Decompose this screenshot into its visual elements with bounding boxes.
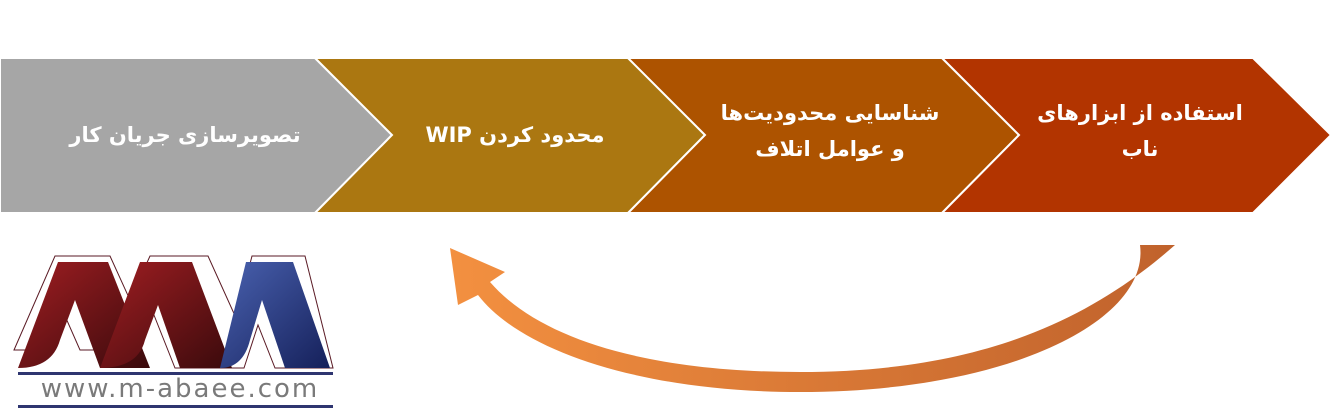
logo (13, 255, 334, 408)
step-label-4-line2: ناب (1121, 137, 1159, 161)
step-chevron-4 (939, 57, 1333, 214)
step-label-3: شناسایی محدودیت‌ها و عوامل اتلاف (700, 95, 960, 167)
logo-a (220, 262, 330, 368)
step-label-4: استفاده از ابزارهای ناب (1020, 95, 1260, 167)
step-label-4-line1: استفاده از ابزارهای (1037, 101, 1243, 125)
feedback-arrow (450, 245, 1175, 392)
step-label-3-line2: و عوامل اتلاف (755, 137, 905, 161)
step-label-3-line1: شناسایی محدودیت‌ها (720, 101, 940, 125)
step-label-2: محدود کردن WIP (425, 123, 605, 147)
logo-url: www.m-abaee.com (40, 374, 320, 404)
step-label-1: تصویرسازی جریان کار (69, 123, 301, 147)
logo-m-right (100, 262, 232, 368)
